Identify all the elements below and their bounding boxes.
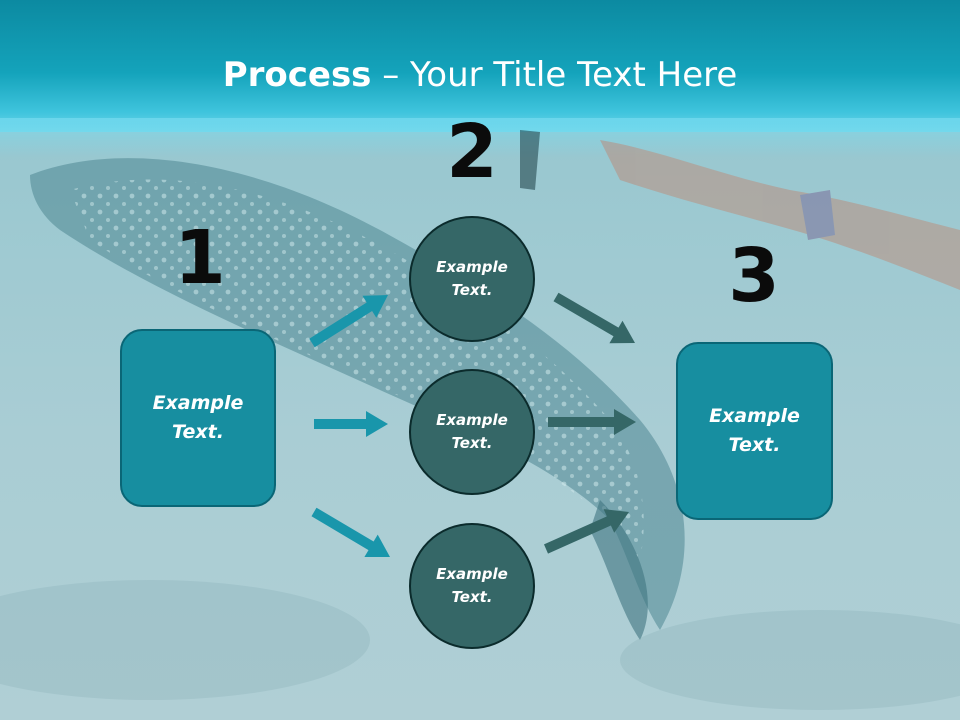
step-2-circle-middle: Example Text. bbox=[409, 369, 535, 495]
arrow-down-right-icon bbox=[553, 292, 635, 344]
whale-shark-silhouette bbox=[30, 158, 685, 640]
step-2-circle-top-text: Example Text. bbox=[436, 258, 508, 299]
arrow-up-right-icon bbox=[544, 509, 629, 554]
swimmer-silhouette bbox=[520, 130, 960, 290]
step-1-box: Example Text. bbox=[120, 329, 276, 507]
slide-title-bold: Process bbox=[222, 55, 372, 95]
header-band bbox=[0, 0, 960, 132]
arrow-right-icon bbox=[314, 411, 388, 437]
step-2-circle-top: Example Text. bbox=[409, 216, 535, 342]
step-1-number: 1 bbox=[174, 215, 226, 301]
step-1-text: Example Text. bbox=[152, 392, 244, 443]
step-2-circle-bottom-text: Example Text. bbox=[436, 565, 508, 606]
step-3-box: Example Text. bbox=[676, 342, 833, 520]
seafloor-shading bbox=[0, 580, 960, 710]
water-surface-glow bbox=[0, 118, 960, 158]
arrows-into-step-2 bbox=[309, 295, 390, 557]
step-2-circle-bottom: Example Text. bbox=[409, 523, 535, 649]
step-2-number: 2 bbox=[446, 109, 498, 195]
step-3-number: 3 bbox=[728, 233, 780, 319]
arrow-up-right-icon bbox=[309, 295, 388, 348]
slide-title: Process – Your Title Text Here bbox=[0, 50, 960, 100]
arrows-into-step-3 bbox=[544, 292, 636, 554]
step-2-circle-middle-text: Example Text. bbox=[436, 411, 508, 452]
arrow-down-right-icon bbox=[311, 507, 390, 557]
slide-title-rest: – Your Title Text Here bbox=[371, 55, 738, 95]
arrow-right-icon bbox=[548, 409, 636, 435]
step-3-text: Example Text. bbox=[709, 405, 800, 456]
